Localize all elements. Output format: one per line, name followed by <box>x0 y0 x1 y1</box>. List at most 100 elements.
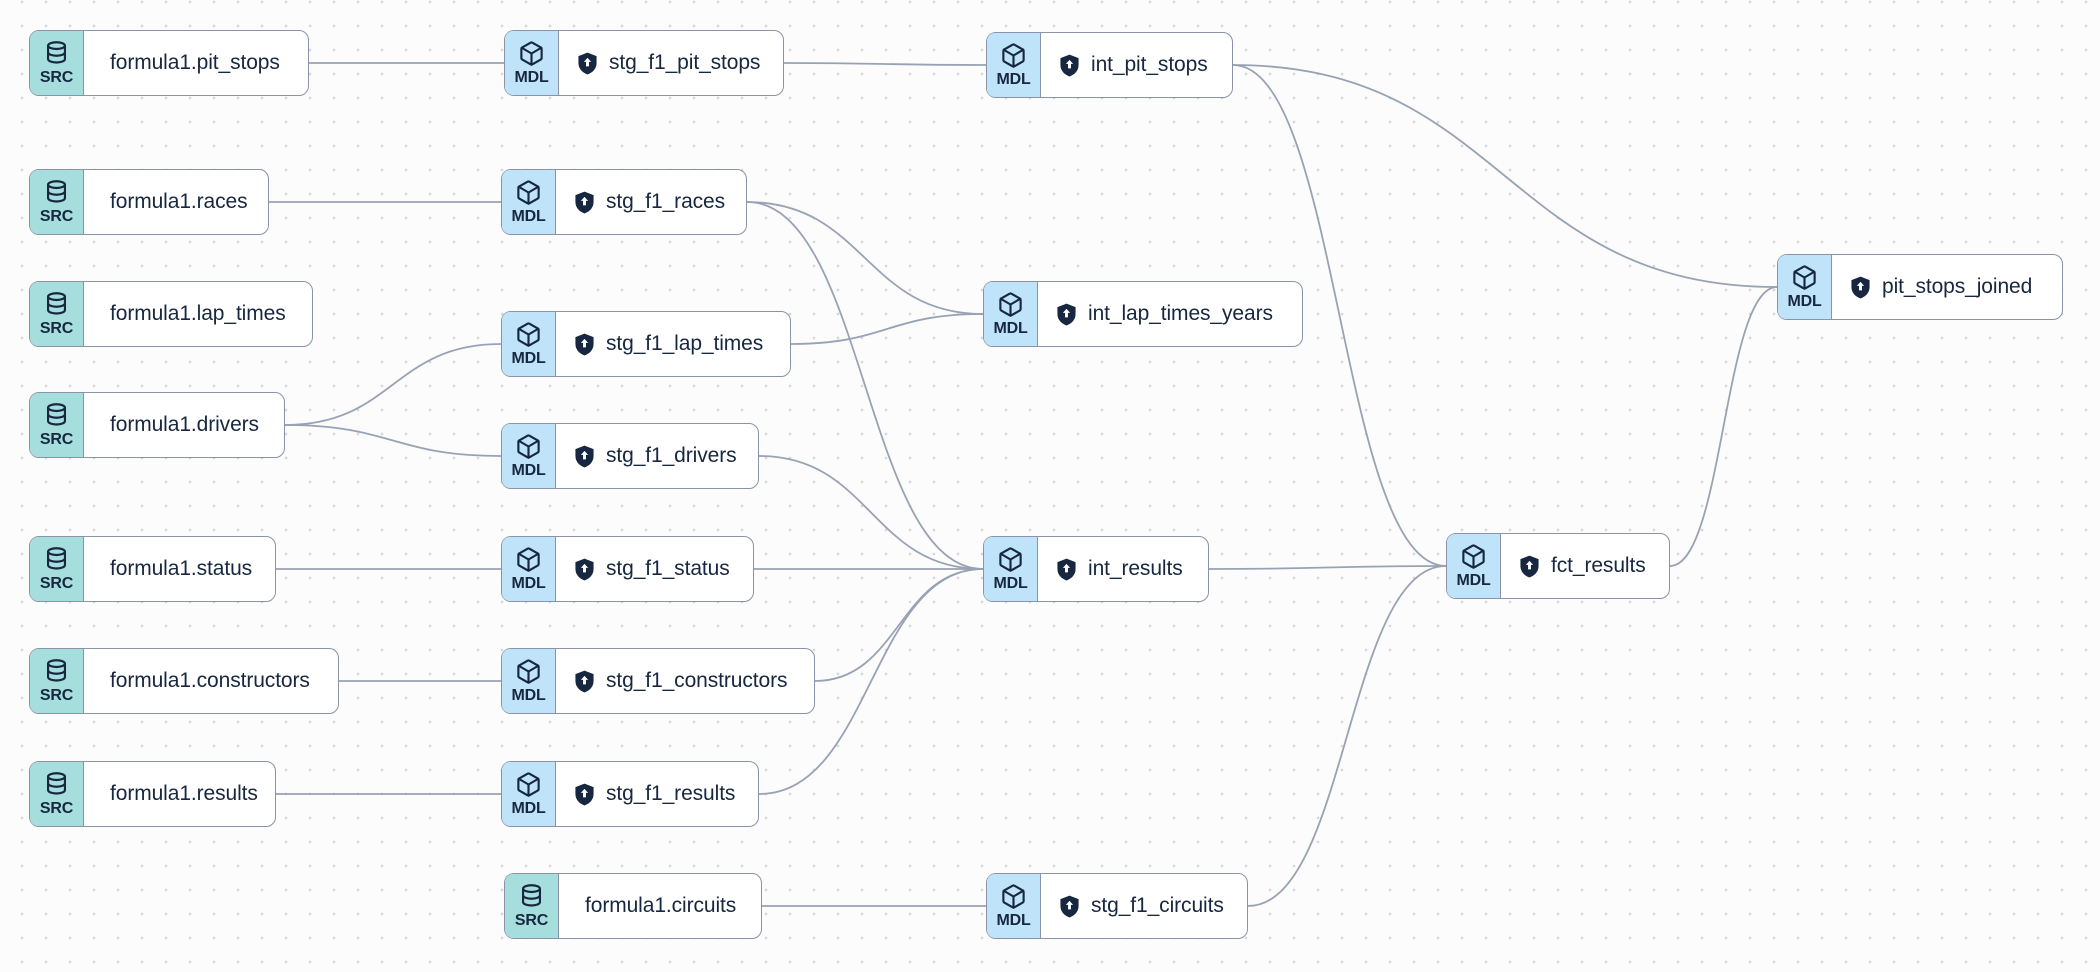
package-icon <box>1002 884 1025 909</box>
node-stg_f1_races[interactable]: MDL stg_f1_races <box>501 169 747 235</box>
node-type-label: MDL <box>511 208 546 225</box>
node-int_lap_times_years[interactable]: MDL int_lap_times_years <box>983 281 1303 347</box>
node-label: int_lap_times_years <box>1038 282 1302 346</box>
package-icon <box>1462 544 1485 569</box>
node-type-label: MDL <box>511 575 546 592</box>
node-type-badge: MDL <box>502 424 556 488</box>
node-stg_f1_circuits[interactable]: MDL stg_f1_circuits <box>986 873 1248 939</box>
edge-stg_f1_constructors-to-int_results <box>814 568 984 682</box>
package-icon <box>1002 43 1025 68</box>
node-type-label: MDL <box>511 800 546 817</box>
node-label: pit_stops_joined <box>1832 255 2062 319</box>
edge-stg_f1_circuits-to-fct_results <box>1247 565 1447 907</box>
database-icon <box>46 772 67 795</box>
node-type-badge: SRC <box>30 762 84 826</box>
node-type-badge: MDL <box>502 170 556 234</box>
package-icon <box>517 322 540 347</box>
node-label: stg_f1_races <box>556 170 746 234</box>
edge-stg_f1_races-to-int_lap_times_years <box>746 201 984 315</box>
node-label-text: int_results <box>1088 557 1183 580</box>
node-label: formula1.circuits <box>559 874 761 938</box>
node-label-text: stg_f1_pit_stops <box>609 51 761 74</box>
node-label: stg_f1_status <box>556 537 753 601</box>
node-type-label: MDL <box>514 69 549 86</box>
node-type-label: SRC <box>39 800 74 817</box>
database-icon <box>521 884 542 907</box>
node-type-badge: SRC <box>30 31 84 95</box>
node-type-label: SRC <box>514 912 549 929</box>
node-formula1.drivers[interactable]: SRC formula1.drivers <box>29 392 285 458</box>
node-label-text: int_pit_stops <box>1091 53 1208 76</box>
package-icon <box>999 292 1022 317</box>
package-icon <box>517 772 540 797</box>
node-type-badge: MDL <box>1778 255 1832 319</box>
package-icon <box>520 41 543 66</box>
node-type-label: MDL <box>511 687 546 704</box>
node-label: stg_f1_lap_times <box>556 312 790 376</box>
database-icon <box>46 292 67 315</box>
database-icon <box>46 41 67 64</box>
package-icon <box>1793 265 1816 290</box>
node-label-text: stg_f1_circuits <box>1091 894 1224 917</box>
node-label-text: fct_results <box>1551 554 1646 577</box>
node-type-label: SRC <box>39 320 74 337</box>
node-fct_results[interactable]: MDL fct_results <box>1446 533 1670 599</box>
node-type-badge: SRC <box>505 874 559 938</box>
node-type-label: MDL <box>993 320 1028 337</box>
node-type-badge: SRC <box>30 649 84 713</box>
node-label-text: int_lap_times_years <box>1088 302 1273 325</box>
shield-icon <box>1851 276 1870 298</box>
edge-stg_f1_pit_stops-to-int_pit_stops <box>783 62 987 66</box>
node-label: formula1.results <box>84 762 275 826</box>
node-type-badge: MDL <box>984 537 1038 601</box>
package-icon <box>999 547 1022 572</box>
node-type-badge: MDL <box>502 762 556 826</box>
shield-icon <box>575 670 594 692</box>
node-label: formula1.races <box>84 170 268 234</box>
database-icon <box>46 180 67 203</box>
node-type-label: MDL <box>996 912 1031 929</box>
node-label: formula1.drivers <box>84 393 284 457</box>
node-label-text: stg_f1_lap_times <box>606 332 764 355</box>
node-stg_f1_pit_stops[interactable]: MDL stg_f1_pit_stops <box>504 30 784 96</box>
node-int_pit_stops[interactable]: MDL int_pit_stops <box>986 32 1233 98</box>
node-label: formula1.constructors <box>84 649 338 713</box>
package-icon <box>517 434 540 459</box>
node-type-badge: MDL <box>987 33 1041 97</box>
node-type-label: MDL <box>1787 293 1822 310</box>
node-formula1.results[interactable]: SRC formula1.results <box>29 761 276 827</box>
shield-icon <box>575 783 594 805</box>
node-formula1.circuits[interactable]: SRC formula1.circuits <box>504 873 762 939</box>
node-label-text: pit_stops_joined <box>1882 275 2033 298</box>
node-type-badge: MDL <box>505 31 559 95</box>
shield-icon <box>575 191 594 213</box>
node-pit_stops_joined[interactable]: MDL pit_stops_joined <box>1777 254 2063 320</box>
shield-icon <box>1057 558 1076 580</box>
node-type-badge: MDL <box>1447 534 1501 598</box>
node-stg_f1_drivers[interactable]: MDL stg_f1_drivers <box>501 423 759 489</box>
node-stg_f1_status[interactable]: MDL stg_f1_status <box>501 536 754 602</box>
node-label: stg_f1_drivers <box>556 424 758 488</box>
node-label-text: formula1.status <box>110 557 253 580</box>
node-type-badge: MDL <box>502 537 556 601</box>
node-label: stg_f1_pit_stops <box>559 31 783 95</box>
edge-fct_results-to-pit_stops_joined <box>1669 286 1778 567</box>
shield-icon <box>1057 303 1076 325</box>
node-label-text: stg_f1_drivers <box>606 444 737 467</box>
node-label-text: formula1.drivers <box>110 413 259 436</box>
edge-int_results-to-fct_results <box>1208 565 1447 570</box>
shield-icon <box>575 558 594 580</box>
node-type-label: SRC <box>39 431 74 448</box>
shield-icon <box>1060 54 1079 76</box>
node-int_results[interactable]: MDL int_results <box>983 536 1209 602</box>
node-label: int_results <box>1038 537 1208 601</box>
